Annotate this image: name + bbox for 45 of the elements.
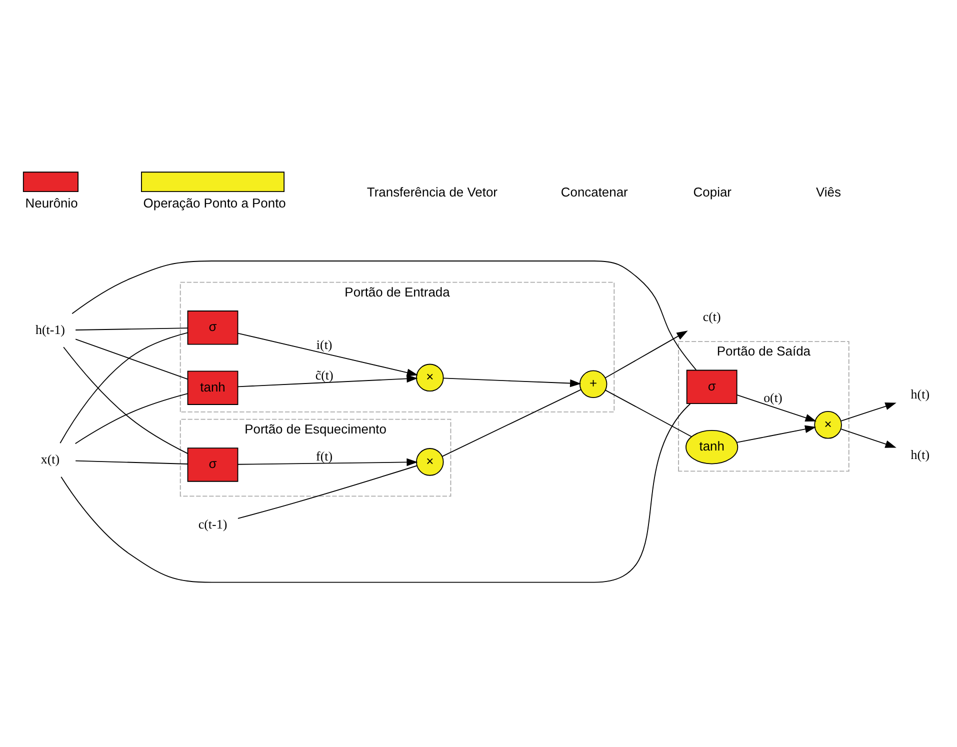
node-ellipse: tanh [686,430,738,464]
arrow [736,394,816,422]
arrow [736,425,816,443]
legend-label: Transferência de Vetor [366,184,498,200]
connector [60,403,691,583]
connector [63,346,188,454]
node-text: h(t) [910,446,930,462]
node-box: σ [187,310,238,345]
connector [75,338,188,380]
arrow [840,428,896,448]
connector [60,332,188,444]
legend-label: Copiar [693,184,732,200]
connector [72,260,697,370]
arrow [604,330,688,378]
arrow [238,332,418,376]
arrow [443,378,582,388]
edge-label: i(t) [316,337,332,352]
node-box: tanh [187,370,238,405]
connector [75,328,188,330]
connector [75,460,188,464]
node-circle: × [416,448,444,476]
arrow [238,374,418,388]
legend-label: Operação Ponto a Ponto [143,195,286,210]
node-circle: × [416,364,444,392]
node-box: σ [187,448,238,482]
edge-label: o(t) [764,390,782,405]
connector [442,389,582,457]
legend-label: Concatenar [560,184,628,200]
node-text: c(t) [702,308,721,324]
node-text: h(t) [910,386,930,402]
edge-label: f(t) [316,448,333,464]
connector [74,393,188,444]
connector [238,465,418,519]
node-text: h(t-1) [36,322,66,337]
node-circle: + [579,370,608,398]
node-box: σ [686,370,738,404]
legend-label: Viês [816,184,841,200]
arrow [238,458,418,466]
edge-label: c̃(t) [315,368,334,383]
arrow [840,402,896,422]
node-circle: × [814,411,842,439]
legend-label: Neurônio [25,195,78,210]
node-text: x(t) [40,452,60,466]
connector [604,390,692,438]
node-text: c(t-1) [198,516,228,532]
